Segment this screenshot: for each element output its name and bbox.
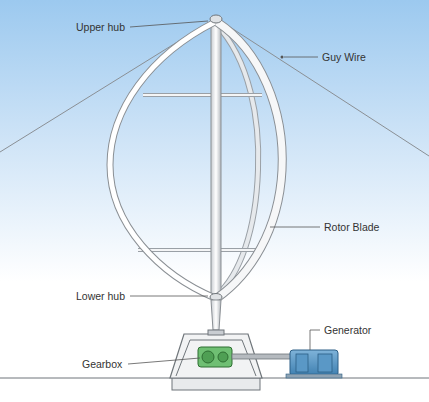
gear	[202, 351, 214, 363]
part-label: Generator	[322, 324, 373, 336]
part-label: Rotor Blade	[322, 221, 381, 233]
strut	[138, 249, 256, 251]
generator-part	[318, 354, 332, 372]
rotor-blade	[217, 22, 282, 298]
leader-line	[130, 296, 208, 297]
leader-dot	[281, 56, 284, 59]
strut	[143, 93, 262, 97]
generator	[290, 350, 338, 376]
strut	[138, 248, 256, 252]
base-frame	[176, 340, 190, 376]
mast	[211, 22, 221, 296]
rotor-blade	[217, 22, 282, 298]
strut	[143, 94, 262, 96]
gear	[218, 352, 228, 362]
leader-line	[310, 330, 320, 350]
upper-hub	[210, 15, 222, 23]
generator-part	[296, 354, 308, 372]
gearbox	[198, 347, 232, 367]
part-label: Gearbox	[80, 358, 124, 370]
shaft	[211, 300, 221, 330]
base-plinth	[172, 378, 260, 390]
drive-shaft	[232, 354, 294, 359]
part-label: Lower hub	[74, 290, 127, 302]
lower-hub	[210, 294, 222, 301]
leader-line	[130, 21, 208, 27]
leader-line	[128, 358, 200, 364]
shaft-flange	[208, 330, 224, 335]
generator-mount	[286, 374, 342, 378]
base-frame	[190, 340, 242, 341]
part-label: Guy Wire	[320, 51, 368, 63]
rotor-blade	[110, 22, 215, 298]
part-label: Upper hub	[74, 21, 127, 33]
leader-line	[284, 57, 318, 58]
rotor-blade	[110, 22, 215, 298]
leader-line	[270, 227, 320, 228]
